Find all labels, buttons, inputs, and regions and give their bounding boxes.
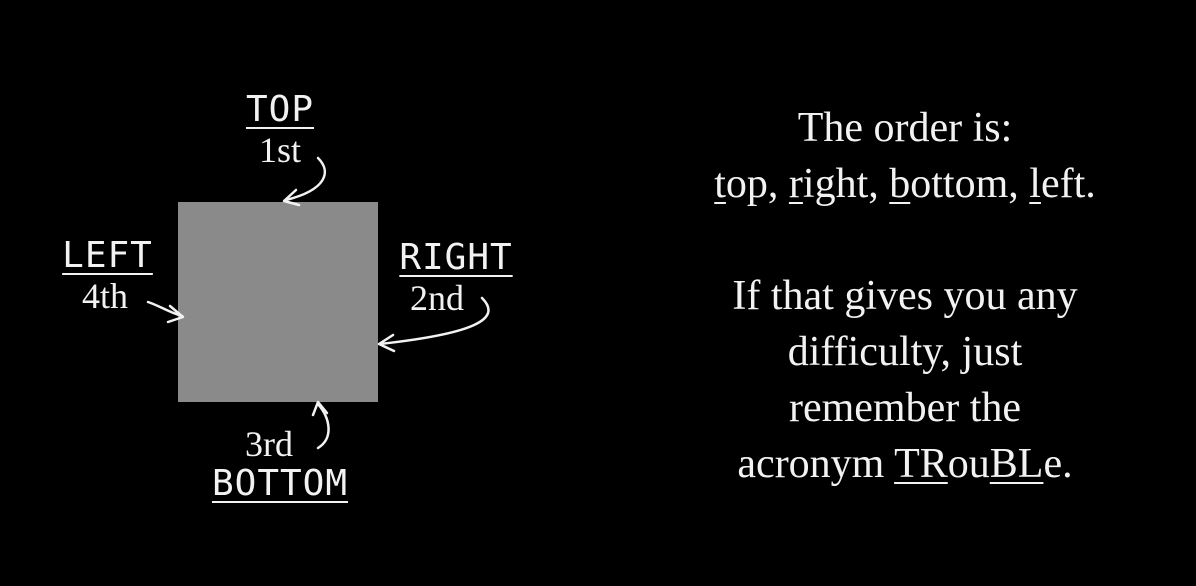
top-arrow xyxy=(284,156,327,202)
left-order: 4th xyxy=(82,276,129,316)
top-arrowhead xyxy=(282,188,301,207)
right-order: 2nd xyxy=(410,278,464,318)
right-name: RIGHT xyxy=(399,237,513,278)
top-name: TOP xyxy=(245,89,315,130)
b-initial: b xyxy=(889,161,911,207)
left-name: LEFT xyxy=(62,235,153,276)
line-acronym: acronym TRouBLe. xyxy=(737,441,1073,487)
right-label: RIGHT 2nd xyxy=(392,237,520,318)
l-initial: l xyxy=(1029,161,1041,207)
bottom-arrowhead xyxy=(311,400,329,417)
bottom-arrow xyxy=(316,402,330,450)
bottom-order: 3rd xyxy=(245,424,293,464)
line-difficulty-1: If that gives you any xyxy=(732,273,1078,319)
bottom-label: 3rd BOTTOM xyxy=(200,426,360,502)
top-order: 1st xyxy=(258,130,301,170)
top-label: TOP 1st xyxy=(230,89,330,170)
line-order-list: top, right, bottom, left. xyxy=(714,161,1096,207)
r-initial: r xyxy=(788,161,803,207)
line-difficulty-2: difficulty, just xyxy=(787,329,1023,375)
box xyxy=(178,202,378,402)
explanation: The order is: top, right, bottom, left. … xyxy=(650,100,1160,492)
line-difficulty-3: remember the xyxy=(788,385,1022,431)
t-initial: t xyxy=(714,161,726,207)
left-arrowhead xyxy=(166,304,185,324)
left-arrow xyxy=(146,300,184,318)
acronym-bl: BL xyxy=(989,441,1044,487)
line-order-is: The order is: xyxy=(797,105,1013,151)
bottom-name: BOTTOM xyxy=(211,463,349,504)
acronym-tr: TR xyxy=(894,441,948,487)
right-arrow xyxy=(378,296,490,346)
right-arrowhead xyxy=(377,333,396,353)
left-label: LEFT 4th xyxy=(50,235,165,316)
